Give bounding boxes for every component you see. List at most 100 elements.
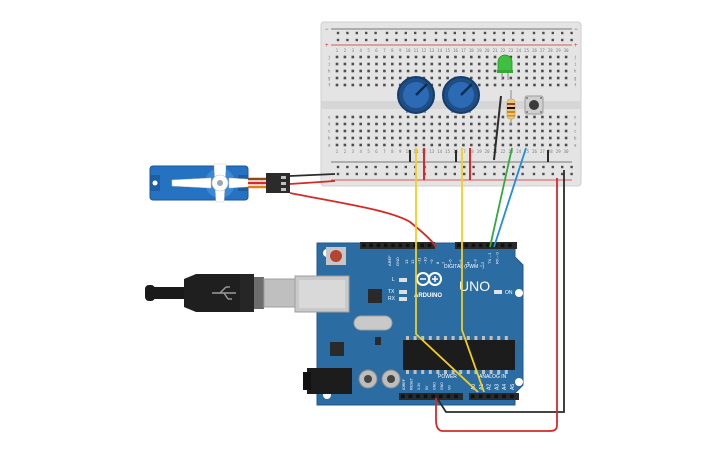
header-hole[interactable] (383, 243, 388, 248)
breadboard-hole (446, 69, 449, 73)
breadboard-hole (525, 122, 528, 126)
rail-hole (532, 38, 536, 42)
column-number: 2 (344, 48, 347, 53)
row-letter: h (574, 69, 577, 74)
header-hole[interactable] (413, 243, 417, 248)
breadboard-hole (541, 83, 544, 87)
header-hole[interactable] (369, 243, 373, 248)
column-number: 28 (548, 149, 553, 154)
breadboard-hole (375, 143, 378, 147)
header-hole[interactable] (500, 243, 505, 248)
header-hole[interactable] (416, 394, 420, 399)
breadboard-hole (549, 55, 552, 59)
header-hole[interactable] (510, 394, 514, 399)
header-hole[interactable] (401, 394, 405, 399)
wire-pot1-a0 (415, 148, 479, 393)
column-number: 9 (399, 48, 402, 53)
column-number: 22 (500, 149, 505, 154)
header-hole[interactable] (478, 394, 483, 399)
rail-hole (404, 38, 407, 42)
breadboard-hole (430, 55, 434, 59)
header-hole[interactable] (454, 394, 458, 399)
header-hole[interactable] (446, 394, 451, 399)
potentiometer-2[interactable] (442, 76, 480, 114)
breadboard-hole (391, 136, 394, 140)
breadboard-hole (359, 83, 362, 87)
mcu-leg (451, 336, 455, 340)
breadboard-hole (414, 115, 418, 119)
breadboard-hole (485, 122, 489, 126)
breadboard-hole (509, 129, 513, 133)
header-hole[interactable] (508, 243, 512, 248)
rail-hole (336, 165, 340, 169)
breadboard-hole (367, 69, 370, 73)
breadboard-hole (406, 55, 410, 59)
breadboard-hole (343, 55, 347, 59)
breadboard-hole (525, 69, 528, 73)
header-hole[interactable] (420, 243, 424, 248)
header-hole[interactable] (486, 394, 491, 399)
rail-hole (463, 31, 466, 35)
breadboard-hole (391, 83, 394, 87)
header-hole[interactable] (362, 243, 366, 248)
header-hole[interactable] (471, 243, 476, 248)
rail-hole (551, 165, 554, 169)
header-hole[interactable] (398, 243, 403, 248)
header-hole[interactable] (486, 243, 490, 248)
header-hole[interactable] (478, 243, 483, 248)
mcu-leg (482, 336, 485, 340)
breadboard-hole (414, 69, 418, 73)
header-hole[interactable] (439, 394, 443, 399)
breadboard-hole (367, 62, 370, 66)
header-hole[interactable] (405, 243, 410, 248)
row-letter: j (328, 55, 330, 60)
rail-hole (532, 31, 536, 35)
rail-hole (346, 38, 349, 42)
rail-hole (414, 38, 417, 42)
header-hole[interactable] (391, 243, 395, 248)
breadboard-hole (501, 129, 505, 133)
header-hole[interactable] (471, 394, 475, 399)
mcu-leg (428, 336, 432, 340)
header-hole[interactable] (494, 394, 498, 399)
rail-hole (355, 38, 358, 42)
breadboard-hole (493, 83, 497, 87)
servo-motor[interactable] (149, 163, 290, 203)
header-hole[interactable] (427, 243, 432, 248)
header-hole[interactable] (376, 243, 381, 248)
digital-pin-label: ~3 (473, 259, 478, 264)
column-number: 17 (461, 149, 466, 154)
header-hole[interactable] (408, 394, 413, 399)
resistor[interactable] (506, 90, 516, 126)
power-label: POWER (438, 374, 457, 380)
breadboard-hole (422, 62, 426, 66)
breadboard-hole (485, 62, 489, 66)
breadboard-hole (391, 143, 394, 147)
digital-pin-label: ~10 (423, 256, 428, 264)
header-hole[interactable] (457, 243, 461, 248)
column-number: 4 (359, 48, 362, 53)
breadboard-hole (525, 55, 528, 59)
breadboard-hole (367, 83, 370, 87)
header-hole[interactable] (464, 243, 468, 248)
push-button[interactable] (524, 95, 544, 115)
header-hole[interactable] (502, 394, 506, 399)
digital-pin-label: ~5 (458, 259, 463, 264)
breadboard-hole (359, 62, 362, 66)
arduino-uno-board[interactable]: L TX RX ON DIGITAL (PWM ~) ARDUINO UNO P… (294, 242, 524, 406)
rail-hole (561, 38, 564, 42)
breadboard-hole (359, 129, 362, 133)
breadboard-hole (533, 83, 536, 87)
breadboard-hole (509, 143, 513, 147)
row-letter: e (328, 115, 331, 120)
breadboard-hole (430, 115, 434, 119)
breadboard-hole (564, 62, 568, 66)
rail-minus-label: − (325, 27, 329, 33)
breadboard-hole (533, 115, 536, 119)
header-hole[interactable] (431, 394, 435, 399)
green-led[interactable] (497, 54, 513, 80)
breadboard-hole (541, 76, 544, 80)
potentiometer-1[interactable] (397, 76, 435, 114)
header-hole[interactable] (423, 394, 428, 399)
column-number: 26 (532, 149, 537, 154)
